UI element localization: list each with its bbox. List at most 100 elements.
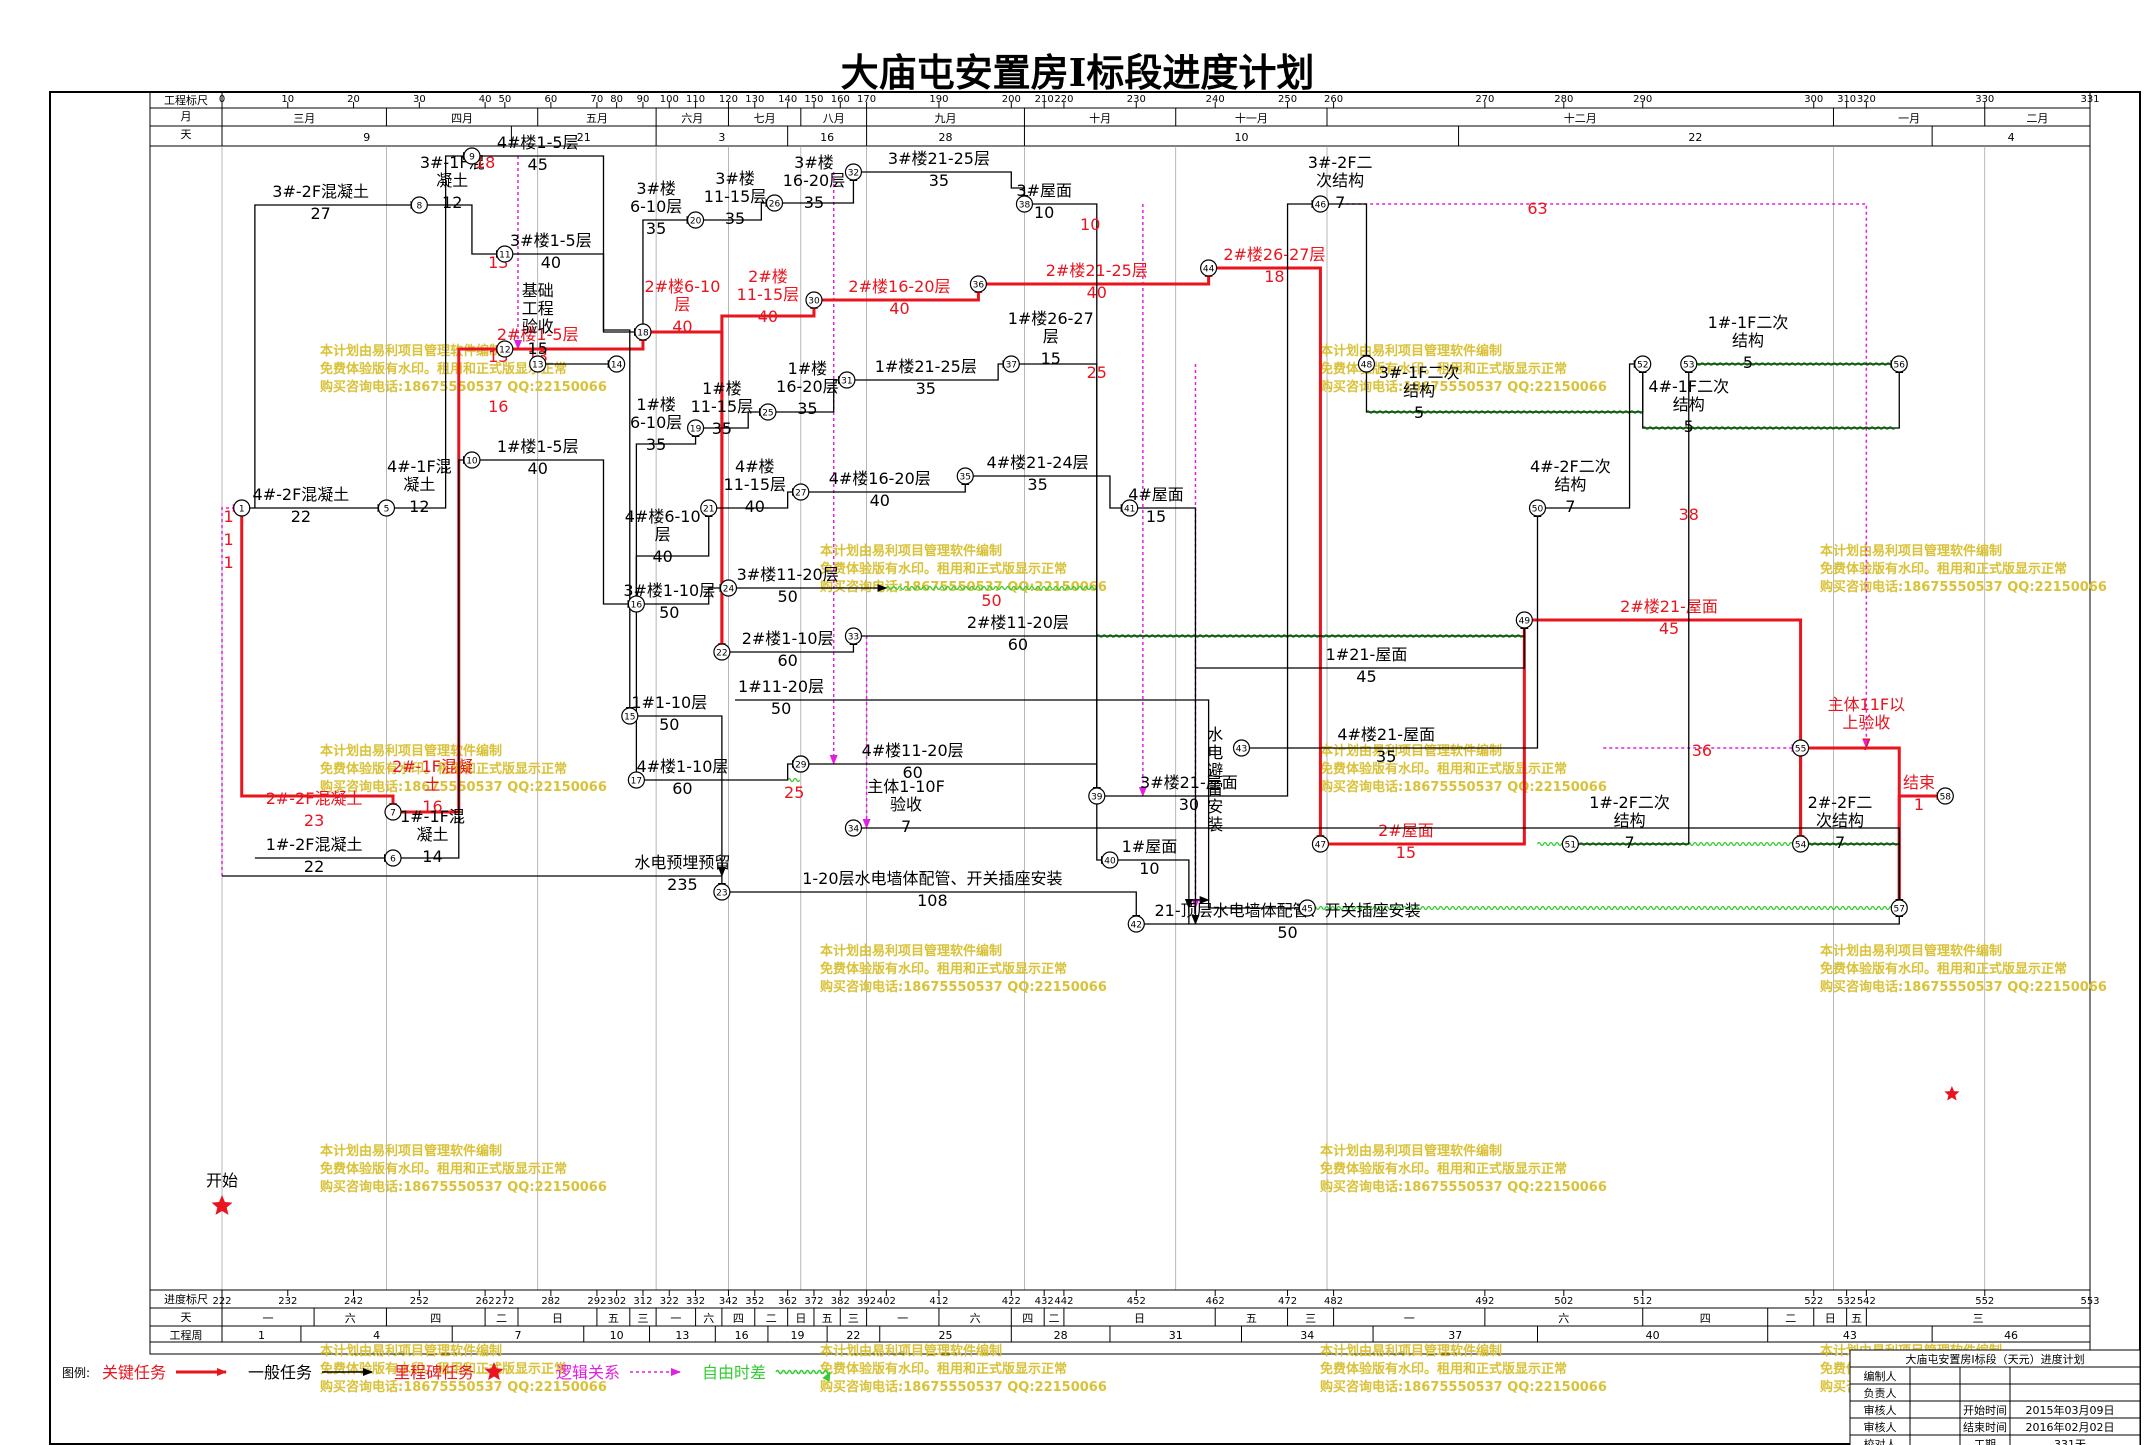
event-node: 47: [1311, 835, 1330, 853]
day-label: 9: [363, 131, 370, 144]
event-node: 13: [529, 355, 547, 373]
month-label: 七月: [754, 112, 776, 125]
task-duration: 7: [1861, 735, 1871, 754]
scale-tick-label: 0: [219, 94, 225, 105]
task-arrow: [1129, 507, 1200, 925]
event-node: 31: [838, 371, 856, 389]
footer-scale-label: 553: [2080, 1296, 2099, 1307]
node-number: 43: [1236, 745, 1247, 755]
weekday-label: 日: [795, 1312, 806, 1325]
node-circle: [686, 211, 705, 229]
month-label: 八月: [823, 112, 845, 125]
task-name: 3#楼11-20层: [737, 565, 839, 584]
event-node: 20: [686, 211, 705, 229]
watermark-text: 本计划由易利项目管理软件编制: [1320, 1343, 1502, 1359]
watermark-text: 免费体验版有水印。租用和正式版显示正常: [1820, 561, 2067, 577]
task-name: 水电预埋预留: [634, 853, 730, 872]
footer-scale-label: 272: [495, 1296, 514, 1307]
task-duration: 27: [310, 204, 330, 223]
task-name: 层: [1043, 327, 1059, 346]
info-table-key: 结束时间: [1963, 1421, 2007, 1434]
node-number: 8: [416, 202, 422, 212]
week-label: 25: [939, 1329, 953, 1342]
node-circle: [838, 371, 856, 389]
event-node: 16: [627, 595, 645, 613]
task-arrow: [222, 875, 726, 893]
task-name: 主体1-10F: [867, 777, 945, 796]
weekday-label: 六: [345, 1312, 356, 1325]
weekday-label: 六: [970, 1312, 981, 1325]
node-circle: [792, 483, 810, 501]
watermark-text: 免费体验版有水印。租用和正式版显示正常: [820, 961, 1067, 977]
task-name: 2#-2F混凝土: [266, 789, 363, 808]
week-label: 46: [2004, 1329, 2018, 1342]
task-arrow: [1195, 619, 1529, 669]
weekday-label: 五: [608, 1312, 619, 1325]
event-node: 22: [713, 643, 731, 661]
info-table-value: 2015年03月09日: [2026, 1403, 2115, 1417]
task-duration: 40: [745, 497, 765, 516]
node-circle: [496, 245, 514, 263]
day-label: 10: [1235, 131, 1249, 144]
event-node: 21: [700, 499, 718, 517]
task-name: 土: [424, 775, 440, 794]
watermark-text: 购买咨询电话:18675550537 QQ:22150066: [820, 1379, 1107, 1395]
legend-float-icon: [775, 1369, 831, 1382]
task-duration: 50: [659, 715, 679, 734]
watermark-text: 本计划由易利项目管理软件编制: [1320, 343, 1502, 359]
task-arrow: [254, 201, 421, 508]
node-number: 47: [1315, 841, 1326, 851]
task-duration: 108: [917, 891, 948, 910]
task-name: 11-15层: [704, 187, 767, 206]
node-circle: [719, 579, 738, 597]
footer-scale-label: 502: [1554, 1296, 1573, 1307]
event-node: 14: [608, 355, 626, 373]
scale-tick-label: 210: [1035, 94, 1054, 105]
task-duration: 60: [1008, 635, 1028, 654]
month-label: 三月: [293, 112, 315, 125]
header-row-label: 月: [181, 110, 192, 123]
month-label: 十一月: [1235, 111, 1268, 125]
node-circle: [1357, 355, 1376, 373]
node-circle: [844, 627, 863, 645]
float-label: 25: [1087, 363, 1107, 382]
event-node: 40: [1101, 851, 1119, 869]
task-duration: 50: [777, 587, 797, 606]
event-node: 7: [384, 803, 402, 821]
node-number: 1: [239, 505, 245, 515]
footer-scale-label: 532: [1837, 1296, 1856, 1307]
task-name: 4#-2F混凝土: [253, 485, 350, 504]
task-duration: 50: [1277, 923, 1297, 942]
task-duration: 35: [646, 435, 666, 454]
node-number: 12: [499, 346, 510, 356]
event-node: 43: [1232, 739, 1251, 757]
task-arrow: [853, 619, 1529, 637]
watermark-text: 购买咨询电话:18675550537 QQ:22150066: [820, 979, 1107, 995]
scale-tick-label: 60: [545, 94, 558, 105]
node-number: 52: [1637, 361, 1648, 371]
node-number: 40: [1104, 857, 1116, 867]
info-table-value: 2016年02月02日: [2026, 1420, 2115, 1434]
task-name: 1#楼: [702, 379, 742, 398]
node-number: 50: [1532, 505, 1544, 515]
week-label: 34: [1300, 1329, 1314, 1342]
task-name: 1#屋面: [1122, 837, 1178, 856]
task-name: 结构: [1554, 475, 1586, 494]
node-circle: [529, 355, 547, 373]
node-number: 58: [1940, 793, 1952, 803]
task-name: 装: [1207, 815, 1223, 834]
task-duration: 60: [672, 779, 692, 798]
float-label: 36: [1692, 741, 1712, 760]
task-name: 11-15层: [724, 475, 787, 494]
task-name: 4#楼16-20层: [829, 469, 931, 488]
event-node: 33: [844, 627, 863, 645]
footer-scale-label: 332: [686, 1296, 705, 1307]
footer-scale-label: 412: [929, 1296, 948, 1307]
task-arrow: [800, 763, 1101, 797]
task-name: 1#楼1-5层: [497, 437, 579, 456]
footer-scale-label: 422: [1002, 1296, 1021, 1307]
node-number: 56: [1894, 361, 1906, 371]
task-name: 4#楼6-10: [625, 507, 701, 526]
node-number: 24: [723, 585, 735, 595]
task-name: 1#-1F二次: [1708, 313, 1789, 332]
